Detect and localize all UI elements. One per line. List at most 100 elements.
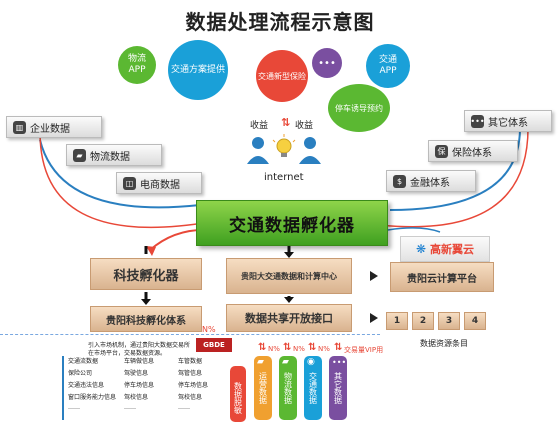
data-table: 交通流数据 车辆做信息 车管数据 保险公司 驾驶信息 驾管信息 交通违法信息 停… <box>62 356 228 420</box>
insurance-system-box: 保 保险体系 <box>428 140 518 162</box>
traffic-plan-bubble: 交通方案提供 <box>168 40 228 100</box>
tech-system-label: 贵阳科技孵化体系 <box>106 315 186 327</box>
enterprise-data-box: ▥ 企业数据 <box>6 116 102 138</box>
traffic-data-incubator: 交通数据孵化器 <box>196 200 388 246</box>
gaoxin-logo-icon: ❋ <box>415 242 427 256</box>
operation-data-button: ▰ 运营数据 <box>254 356 272 420</box>
mini-percent: N% <box>293 345 305 353</box>
table-cell: 停车场信息 <box>124 382 155 389</box>
table-cell: …… <box>178 404 190 411</box>
gy-data-center-box: 贵阳大交通数据和计算中心 <box>226 258 352 294</box>
desensitize-button: 数据脱敏 <box>230 366 246 422</box>
gaoxin-label: 高新翼云 <box>430 243 475 256</box>
chat-dots-icon: ••• <box>318 57 336 69</box>
gaoxin-cloud-box: ❋ 高新翼云 <box>400 236 490 262</box>
ecommerce-data-box: ◫ 电商数据 <box>116 172 202 194</box>
truck-icon: ▰ <box>257 357 264 367</box>
income-right: 收益 <box>295 121 314 131</box>
exchange-arrows-icon: ⇅ <box>283 342 292 353</box>
gbde-label: GBDE <box>203 341 225 349</box>
incubator-label: 交通数据孵化器 <box>229 215 355 236</box>
insurance-label: 交通新型保险 <box>258 71 306 81</box>
table-cell: …… <box>68 404 80 411</box>
resource-item-box: 3 <box>438 312 460 330</box>
resource-item-box: 4 <box>464 312 486 330</box>
table-cell: 停车场信息 <box>178 382 209 389</box>
table-cell: 驾校信息 <box>124 394 149 401</box>
resource-item-number: 4 <box>471 316 479 326</box>
desensitize-label: 数据脱敏 <box>233 382 243 414</box>
open-interface-box: 数据共享开放接口 <box>226 304 352 332</box>
traffic-plan-label: 交通方案提供 <box>170 64 225 75</box>
percent-label: N% <box>202 325 216 334</box>
intro-line-1: 引入市场机制，通过贵阳大数据交易所 <box>88 342 191 349</box>
logistics-data-label: 物流数据 <box>90 151 130 163</box>
divider <box>0 334 380 335</box>
right-arrow-icon <box>370 271 378 281</box>
other-system-label: 其它体系 <box>488 117 528 129</box>
other-system-box: ••• 其它体系 <box>464 110 552 132</box>
parking-label: 停车诱导预约 <box>335 103 383 113</box>
resource-item-number: 2 <box>419 316 427 326</box>
ecommerce-data-label: 电商数据 <box>140 179 180 191</box>
table-cell: 驾管信息 <box>178 370 203 377</box>
logistics-app-label: 物流 APP <box>127 54 146 75</box>
mini-percent: N% <box>268 345 280 353</box>
open-interface-label: 数据共享开放接口 <box>245 312 333 325</box>
people-idea-icon <box>247 134 321 164</box>
exchange-arrows-icon: ⇅ <box>308 342 317 353</box>
tech-incubator-box: 科技孵化器 <box>90 258 202 290</box>
resource-item-number: 1 <box>393 316 401 326</box>
traffic-app-bubble: 交通 APP <box>366 44 410 88</box>
insurance-system-label: 保险体系 <box>452 147 492 159</box>
parking-bubble: 停车诱导预约 <box>328 84 390 132</box>
exchange-arrows-icon: ⇅ <box>258 342 267 353</box>
logistics-data-label: 物流数据 <box>283 372 293 404</box>
table-cell: …… <box>124 404 136 411</box>
intro-line-2: 在市场平台，交易数据资源。 <box>88 350 167 357</box>
exchange-vip-label: 交易量VIP用 <box>344 346 384 354</box>
resource-item-box: 2 <box>412 312 434 330</box>
logistics-app-bubble: 物流 APP <box>118 46 156 84</box>
truck-icon: ▰ <box>282 357 289 367</box>
gbde-logo: GBDE <box>196 338 232 352</box>
exchange-arrows-icon: ⇅ <box>281 116 291 129</box>
exchange-arrows-icon: ⇅ <box>334 342 343 353</box>
truck-icon: ▰ <box>73 148 86 162</box>
operation-data-label: 运营数据 <box>258 372 268 404</box>
resource-item-number: 3 <box>445 316 453 326</box>
table-cell: 交通流数据 <box>68 358 99 365</box>
right-arrow-icon <box>370 313 378 323</box>
finance-system-box: $ 金融体系 <box>386 170 476 192</box>
table-row: 交通违法信息 停车场信息 停车场信息 <box>68 380 228 390</box>
table-row: …… …… …… <box>68 404 228 414</box>
resource-item-box: 1 <box>386 312 408 330</box>
enterprise-data-label: 企业数据 <box>30 123 70 135</box>
tech-system-box: 贵阳科技孵化体系 <box>90 306 202 332</box>
table-row: 保险公司 驾驶信息 驾管信息 <box>68 368 228 378</box>
traffic-app-label: 交通 APP <box>378 55 397 76</box>
insurance-bubble: 交通新型保险 <box>256 50 308 102</box>
traffic-data-button: ◉ 交通数据 <box>304 356 322 420</box>
tech-incubator-label: 科技孵化器 <box>113 268 179 284</box>
table-cell: 驾校信息 <box>178 394 203 401</box>
table-cell: 窗口服务能力信息 <box>68 394 117 401</box>
table-row: 交通流数据 车辆做信息 车管数据 <box>68 356 228 366</box>
more-icon: ••• <box>332 358 347 367</box>
table-row: 窗口服务能力信息 驾校信息 驾校信息 <box>68 392 228 402</box>
other-data-label: 其它数据 <box>333 372 343 404</box>
table-cell: 车管数据 <box>178 358 203 365</box>
internet-label: internet <box>264 172 304 183</box>
finance-system-label: 金融体系 <box>410 177 450 189</box>
logistics-data-button: ▰ 物流数据 <box>279 356 297 420</box>
table-cell: 保险公司 <box>68 370 93 377</box>
resource-label: 数据资源条目 <box>420 339 468 348</box>
income-left: 收益 <box>250 121 269 131</box>
coin-icon: $ <box>393 174 406 188</box>
other-data-button: ••• 其它数据 <box>329 356 347 420</box>
insurance-icon: 保 <box>435 144 448 158</box>
traffic-data-label: 交通数据 <box>308 372 318 404</box>
more-icon: ••• <box>470 114 485 128</box>
